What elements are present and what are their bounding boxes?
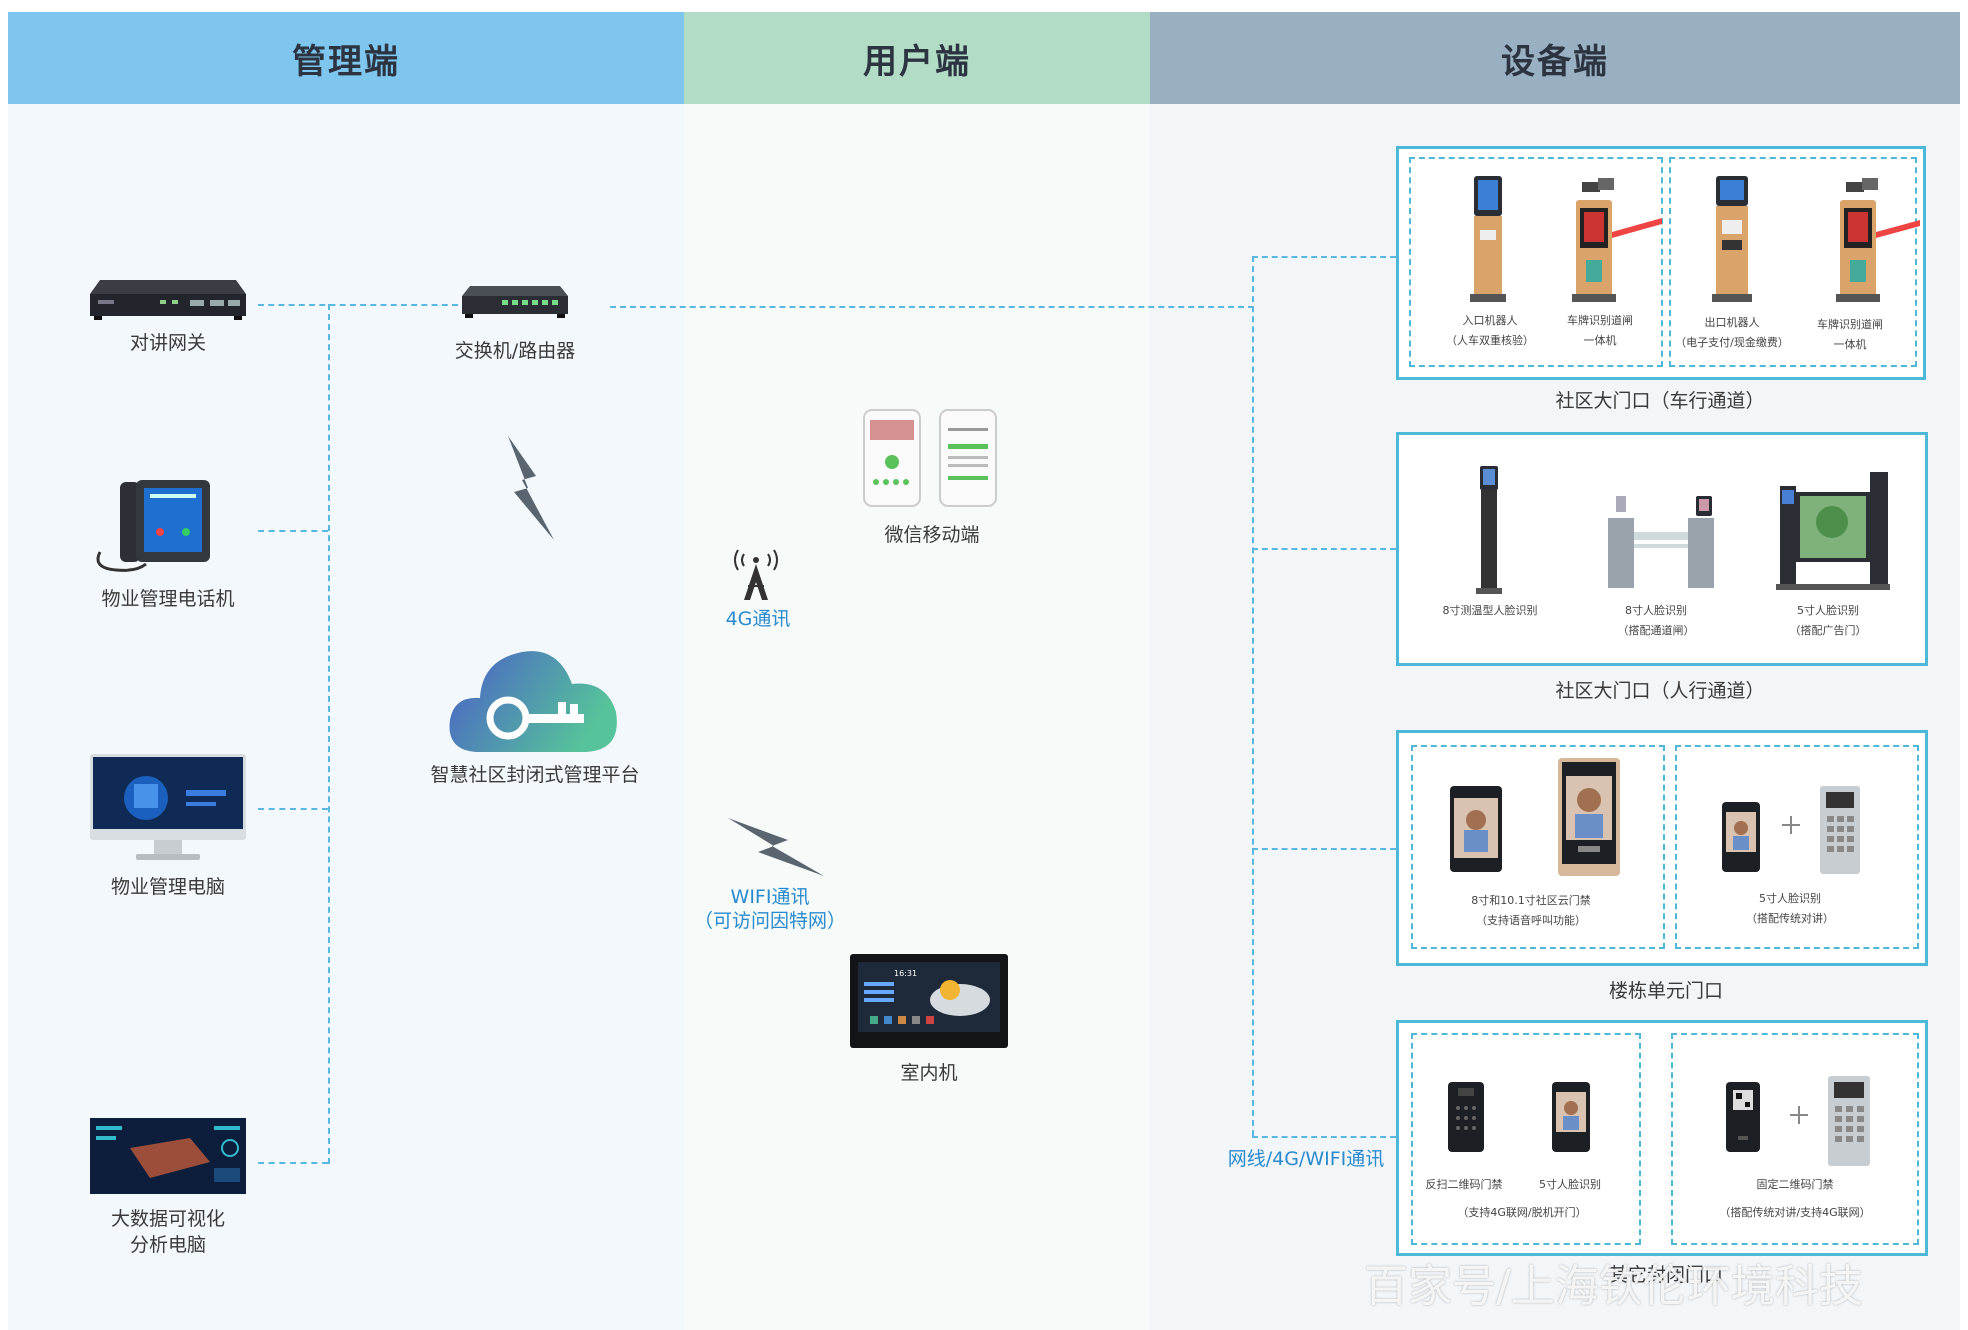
- cloud-door-10in-icon: [1558, 758, 1620, 876]
- other-title: 其它封闭门口: [1608, 1264, 1723, 1286]
- connector-building: [1252, 848, 1396, 850]
- gate-vehicle-exit-group: [1669, 157, 1917, 367]
- intercom-panel-icon-2: [1828, 1076, 1870, 1166]
- connector-phone: [258, 530, 328, 532]
- gate-vehicle-item2-l1: 车牌识别道闸: [1567, 314, 1633, 327]
- connector-gate-vehicle: [1252, 256, 1396, 258]
- bigdata-display-icon: [90, 1118, 246, 1194]
- bigdata-label-line1: 大数据可视化: [110, 1208, 225, 1230]
- gate-vehicle-item2-l2: 一体机: [1583, 334, 1617, 347]
- entry-robot-icon: [1470, 176, 1506, 302]
- gate-pedestrian-item2-l1: 8寸人脸识别: [1625, 604, 1687, 617]
- plus-icon-2: [1790, 1106, 1808, 1124]
- ad-door-face-icon: [1776, 472, 1890, 590]
- pc-label: 物业管理电脑: [110, 876, 225, 898]
- wechat-label: 微信移动端: [884, 524, 980, 546]
- building-item2-l1: 5寸人脸识别: [1759, 892, 1821, 905]
- building-item1-l2: （支持语音呼叫功能）: [1476, 914, 1586, 927]
- gate-vehicle-item1-l1: 入口机器人: [1462, 314, 1518, 327]
- cell-tower-icon: [734, 549, 778, 600]
- connector-bigdata: [258, 1162, 328, 1164]
- desk-phone-icon: [96, 480, 210, 572]
- connector-device-vertical: [1252, 256, 1254, 1136]
- user-column-bg: [684, 104, 1150, 1330]
- gate-pedestrian-title: 社区大门口（人行通道）: [1555, 680, 1765, 702]
- temp-face-pillar-icon: [1476, 466, 1502, 594]
- phone-label: 物业管理电话机: [101, 588, 235, 610]
- lightning-icon: [508, 436, 554, 540]
- building-group-1: [1411, 745, 1665, 949]
- connector-other: [1252, 1136, 1396, 1138]
- connector-mgmt-vertical: [328, 304, 330, 1164]
- barrier-lpr-icon-2: [1836, 178, 1920, 302]
- header-user: 用户端: [684, 12, 1150, 104]
- other-item3-l1: （支持4G联网/脱机开门）: [1457, 1206, 1587, 1219]
- turnstile-face-icon: [1608, 496, 1714, 588]
- fixed-qr-door-icon: [1726, 1082, 1760, 1152]
- gate-pedestrian-item3-l2: （搭配广告门）: [1789, 624, 1867, 637]
- indoor-unit-icon: 16:31: [850, 954, 1008, 1048]
- gate-vehicle-title: 社区大门口（车行通道）: [1555, 390, 1765, 412]
- header-mgmt: 管理端: [8, 12, 684, 104]
- gate-pedestrian-item1-l1: 8寸测温型人脸识别: [1442, 604, 1538, 617]
- svg-text:16:31: 16:31: [894, 969, 917, 978]
- connector-gateway-switch: [258, 304, 458, 306]
- pc-icon: [90, 754, 246, 860]
- platform-label: 智慧社区封闭式管理平台: [430, 764, 640, 786]
- wechat-phones-icon: [863, 409, 997, 507]
- other-item4-l1: 固定二维码门禁: [1756, 1178, 1834, 1191]
- qr-scan-door-icon: [1448, 1082, 1484, 1152]
- cloud-platform-icon: [449, 651, 617, 752]
- switch-router-label: 交换机/路由器: [454, 340, 576, 362]
- building-item1-l1: 8寸和10.1寸社区云门禁: [1471, 894, 1591, 907]
- gate-vehicle-item3-l2: （电子支付/现金缴费）: [1675, 336, 1789, 349]
- gate-pedestrian-item3-l1: 5寸人脸识别: [1797, 604, 1859, 617]
- face-5in-other-icon: [1552, 1082, 1590, 1152]
- gate-vehicle-item1-l2: （人车双重核验）: [1446, 334, 1534, 347]
- watermark: 百家号/上海钦伦环境科技: [1364, 1261, 1863, 1312]
- connector-pc: [258, 808, 328, 810]
- lightning-wifi-icon: [728, 818, 824, 876]
- connector-gate-pedestrian: [1252, 548, 1396, 550]
- gateway-label: 对讲网关: [129, 332, 206, 354]
- network-comm-label: 网线/4G/WIFI通讯: [1227, 1148, 1385, 1170]
- other-group-2: [1671, 1033, 1919, 1245]
- switch-router-icon: [462, 286, 568, 318]
- gate-vehicle-item4-l2: 一体机: [1833, 338, 1867, 351]
- gate-pedestrian-item2-l2: （搭配通道闸）: [1617, 624, 1695, 637]
- header-device: 设备端: [1150, 12, 1960, 104]
- bigdata-label-line2: 分析电脑: [129, 1234, 206, 1256]
- plus-icon-1: [1782, 816, 1800, 834]
- gate-vehicle-item3-l1: 出口机器人: [1704, 316, 1760, 329]
- other-group-1: [1411, 1033, 1641, 1245]
- comm-4g-label: 4G通讯: [725, 608, 791, 630]
- other-item1-l1: 反扫二维码门禁: [1425, 1178, 1503, 1191]
- exit-robot-icon: [1712, 176, 1752, 302]
- intercom-panel-icon-1: [1820, 786, 1860, 874]
- indoor-label: 室内机: [900, 1062, 958, 1084]
- other-item4-l2: （搭配传统对讲/支持4G联网）: [1719, 1206, 1871, 1219]
- building-group-2: [1675, 745, 1919, 949]
- cloud-door-8in-icon: [1450, 786, 1502, 872]
- wifi-label-line2: （可访问因特网）: [693, 910, 846, 932]
- gate-vehicle-entry-group: [1409, 157, 1663, 367]
- wifi-label-line1: WIFI通讯: [730, 886, 810, 908]
- face-5in-building-icon: [1722, 802, 1760, 872]
- connector-switch-devices: [610, 306, 1254, 308]
- barrier-lpr-icon-1: [1572, 178, 1662, 302]
- building-title: 楼栋单元门口: [1608, 980, 1723, 1002]
- gateway-icon: [90, 280, 246, 320]
- gate-vehicle-item4-l1: 车牌识别道闸: [1817, 318, 1883, 331]
- other-item2-l1: 5寸人脸识别: [1539, 1178, 1601, 1191]
- building-item2-l2: （搭配传统对讲）: [1746, 912, 1834, 925]
